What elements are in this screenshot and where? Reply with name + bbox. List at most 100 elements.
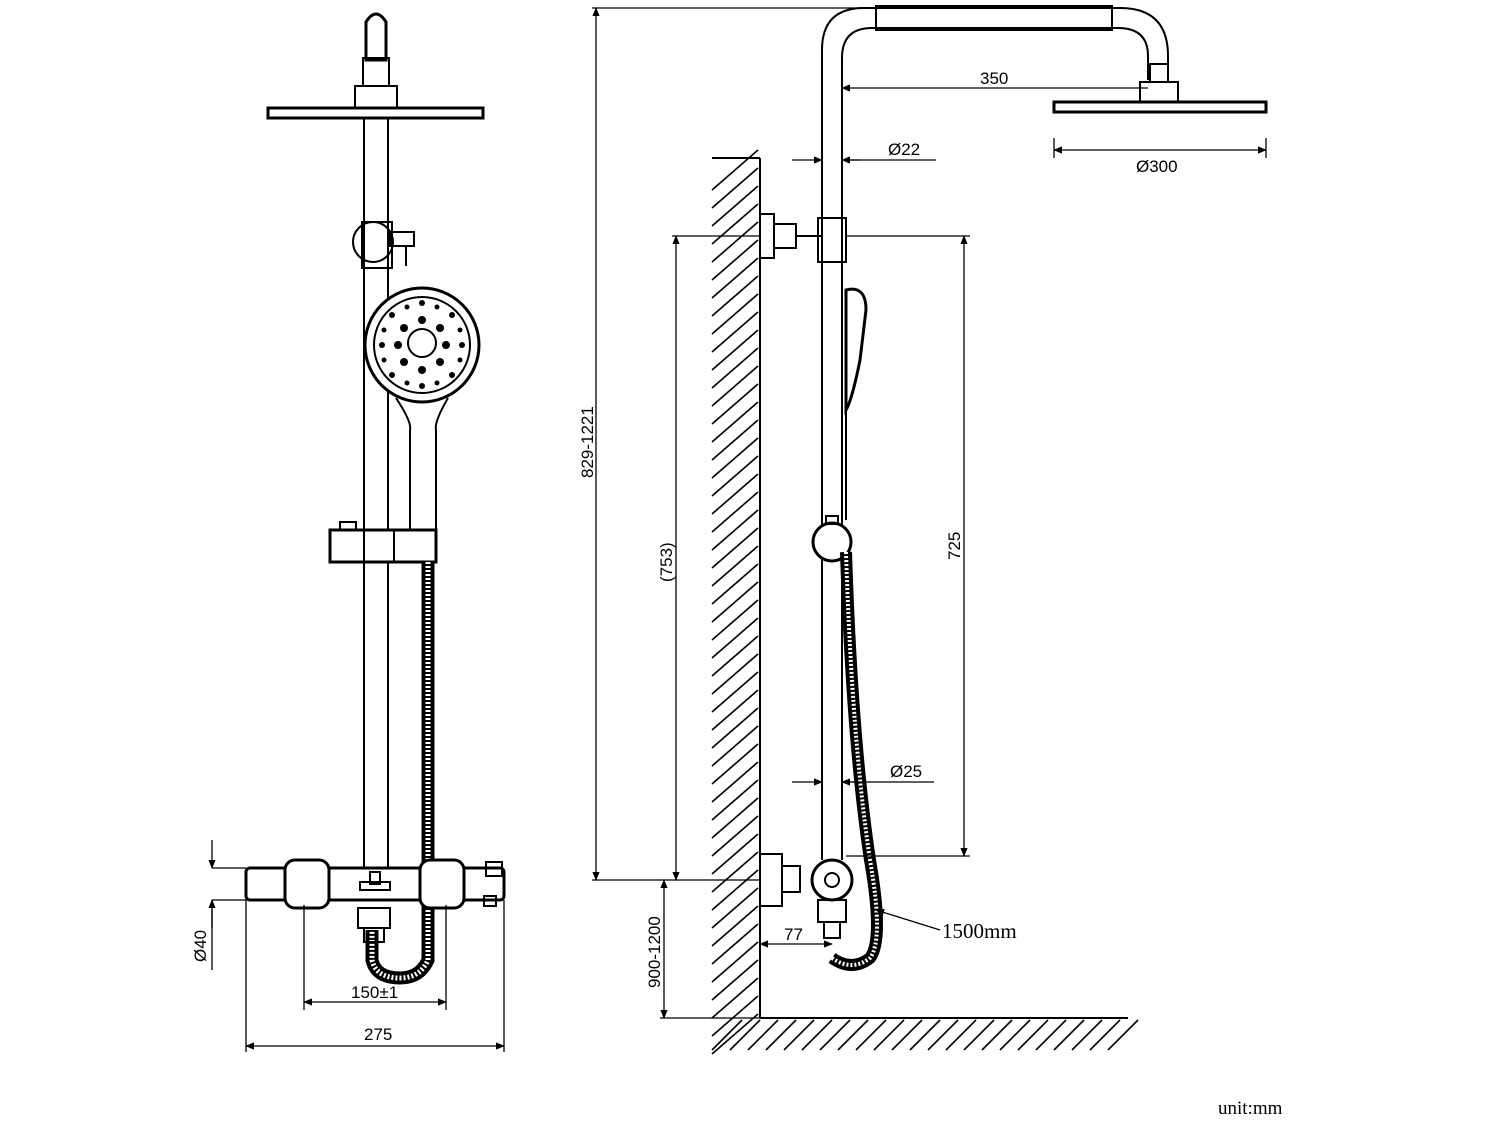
dim-inlet-centers: 150±1 <box>351 983 398 1002</box>
floor-hatch-line <box>873 1019 905 1051</box>
rain-head-front <box>266 106 485 120</box>
floor-hatch-line <box>855 1019 887 1051</box>
front-view: Ø40 150±1 275 <box>191 12 506 1052</box>
spray-nozzles <box>379 300 465 389</box>
wall-hatch-line <box>711 293 759 335</box>
wall-hatch-line <box>711 797 759 839</box>
wall-hatch-line <box>711 185 759 227</box>
floor-hatch-line <box>729 1019 761 1051</box>
floor-hatch-line <box>1035 1019 1067 1051</box>
dim-head-dia: Ø300 <box>1136 157 1178 176</box>
slide-holder <box>328 528 438 564</box>
flow-knob <box>418 858 466 910</box>
floor-hatch-line <box>801 1019 833 1051</box>
wall-hatch-line <box>711 779 759 821</box>
dim-wall-offset: 77 <box>784 925 803 944</box>
wall-hatch-line <box>711 689 759 731</box>
riser-top-cap <box>364 12 388 62</box>
wall-hatch-line <box>711 563 759 605</box>
floor-hatch-line <box>909 1019 941 1051</box>
floor-hatch-line <box>819 1019 851 1051</box>
wall-hatch-line <box>711 941 759 983</box>
floor-hatch-line <box>1089 1019 1121 1051</box>
wall-hatch-line <box>711 221 759 263</box>
head-connector <box>362 57 390 87</box>
wall-hatch-line <box>711 401 759 443</box>
wall-hatch-line <box>711 995 759 1037</box>
wall-hatch-line <box>711 923 759 965</box>
floor-hatch-line <box>1017 1019 1049 1051</box>
floor-hatch-line <box>783 1019 815 1051</box>
valve-wall-plate <box>759 853 783 907</box>
wall-hatch-line <box>711 599 759 641</box>
floor-hatch-line <box>1053 1019 1085 1051</box>
wall-hatch-line <box>711 383 759 425</box>
wall-hatch <box>711 149 761 1055</box>
wall-bracket-top <box>759 213 775 259</box>
dim-valve-dia: Ø40 <box>191 930 210 962</box>
floor-hatch-line <box>981 1019 1013 1051</box>
valve-outlet <box>357 907 391 929</box>
wall-hatch-line <box>711 203 759 245</box>
hose-front <box>365 562 435 985</box>
valve-side <box>810 858 854 902</box>
wall-hatch-line <box>711 959 759 1001</box>
hand-shower-side <box>844 287 868 416</box>
wall-hatch-line <box>711 815 759 857</box>
floor-hatch-line <box>927 1019 959 1051</box>
temp-knob <box>283 858 331 910</box>
dim-riser-dia: Ø25 <box>890 762 922 781</box>
wall-hatch-line <box>711 671 759 713</box>
wall-hatch-line <box>711 311 759 353</box>
floor-hatch-line <box>711 1019 743 1051</box>
wall-hatch-line <box>711 257 759 299</box>
riser-and-arm-side <box>821 7 1169 860</box>
dim-arm-tube-dia: Ø22 <box>888 140 920 159</box>
floor-hatch-line <box>1071 1019 1103 1051</box>
floor-hatch-line <box>999 1019 1031 1051</box>
wall-hatch-line <box>711 347 759 389</box>
wall-hatch-line <box>711 545 759 587</box>
wall-hatch-line <box>711 329 759 371</box>
wall-hatch-line <box>711 581 759 623</box>
floor-hatch-line <box>891 1019 923 1051</box>
wall-hatch-line <box>711 509 759 551</box>
wall-hatch-line <box>711 977 759 1019</box>
wall-hatch-line <box>711 887 759 929</box>
wall-hatch-line <box>711 437 759 479</box>
dim-arm-reach: 350 <box>980 69 1008 88</box>
floor-hatch-line <box>945 1019 977 1051</box>
hose-side <box>828 551 883 971</box>
rain-head-side <box>1052 100 1268 114</box>
wall-hatch-line <box>711 635 759 677</box>
wall-hatch-line <box>711 239 759 281</box>
wall-hatch-line <box>711 761 759 803</box>
wall-hatch-line <box>711 617 759 659</box>
diverter-handle <box>389 231 415 247</box>
floor-hatch-line <box>1107 1019 1139 1051</box>
wall-hatch-line <box>711 725 759 767</box>
wall-hatch-line <box>711 833 759 875</box>
wall-hatch-line <box>711 491 759 533</box>
dim-install-height: 900-1200 <box>645 916 664 988</box>
wall-hatch-line <box>711 743 759 785</box>
wall-hatch-line <box>711 653 759 695</box>
head-mount <box>354 85 398 109</box>
wall-hatch-line <box>711 275 759 317</box>
wall-hatch-line <box>711 527 759 569</box>
wall-hatch-line <box>711 365 759 407</box>
floor-hatch-line <box>837 1019 869 1051</box>
main-riser-front <box>363 117 389 869</box>
dim-slide-bar-length: 725 <box>945 532 964 560</box>
unit-note: unit:mm <box>1218 1098 1283 1119</box>
wall-hatch-line <box>711 707 759 749</box>
wall-hatch-line <box>711 869 759 911</box>
dim-bracket-spacing: (753) <box>657 542 676 582</box>
dim-valve-width: 275 <box>364 1025 392 1044</box>
wall-hatch-line <box>711 419 759 461</box>
floor-hatch-line <box>765 1019 797 1051</box>
wall-hatch-line <box>711 473 759 515</box>
floor-hatch-line <box>963 1019 995 1051</box>
dim-hose-length: 1500mm <box>942 919 1017 943</box>
